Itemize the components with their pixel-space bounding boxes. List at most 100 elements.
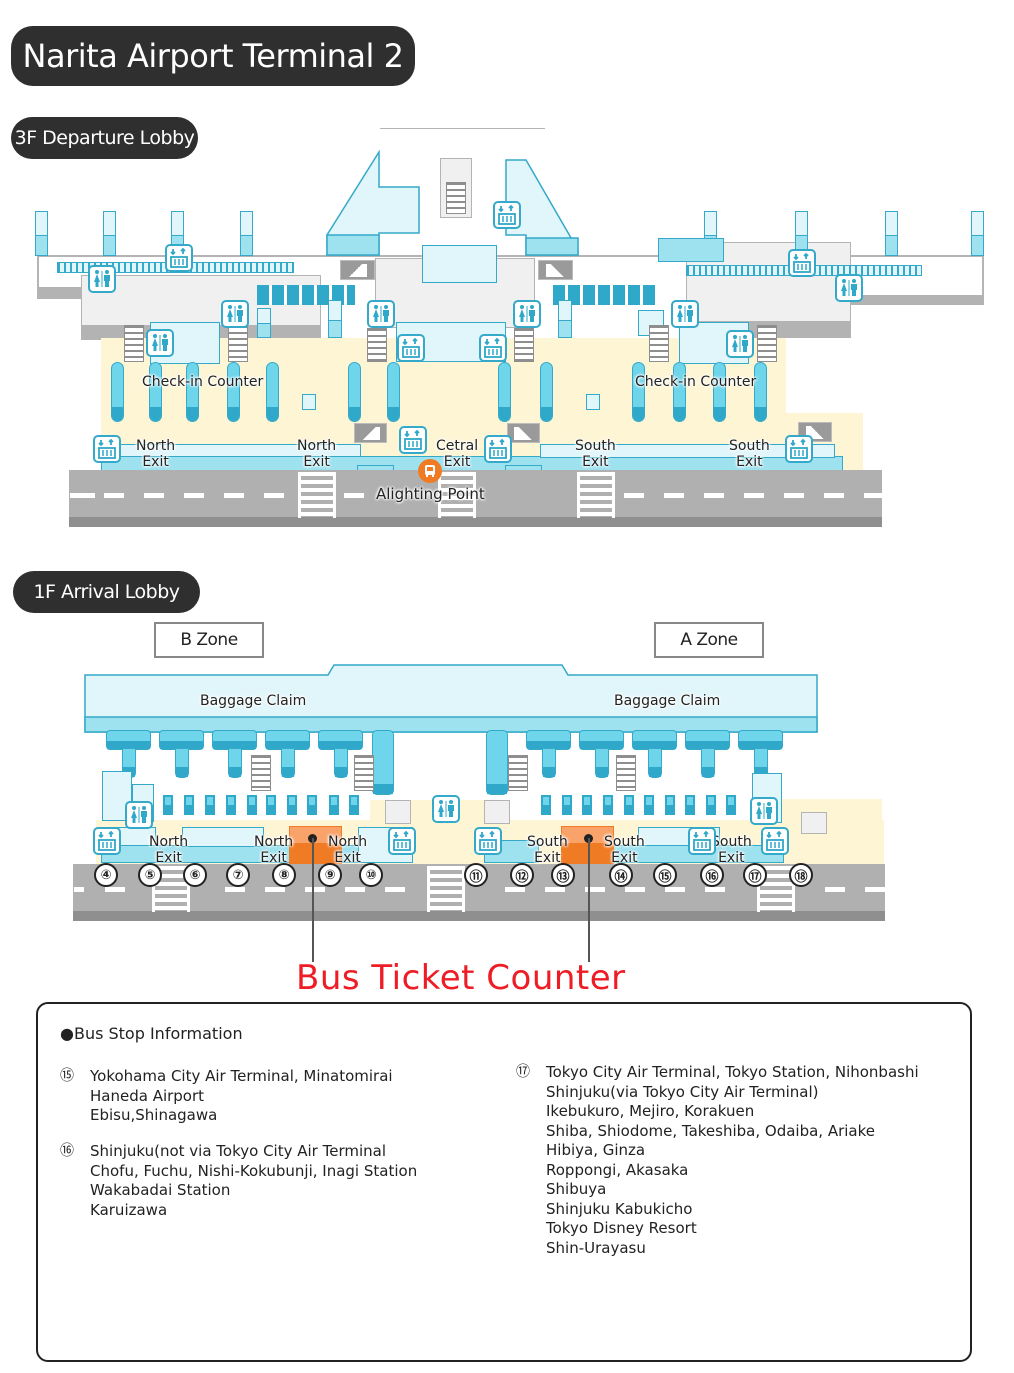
bus-stop-8[interactable]: ⑧ (272, 863, 296, 887)
elevator-icon (479, 334, 507, 362)
baggage-claim-hall (84, 664, 818, 733)
stairs-icon (514, 328, 534, 362)
stairs-icon (228, 325, 248, 362)
bus-stop-9[interactable]: ⑨ (318, 863, 342, 887)
bus-stop-14[interactable]: ⑭ (609, 863, 633, 887)
wall (37, 255, 39, 295)
baggage-claim-label-a: Baggage Claim (614, 693, 721, 709)
wall-shadow (850, 295, 984, 305)
alighting-point-label: Alighting Point (376, 485, 485, 503)
gate-row (553, 285, 658, 305)
destination: Tokyo Disney Resort (546, 1219, 697, 1237)
destination: Hibiya, Ginza (546, 1141, 646, 1159)
destination: Ebisu,Shinagawa (90, 1106, 218, 1124)
destination: Ikebukuro, Mejiro, Korakuen (546, 1102, 755, 1120)
roofline (37, 255, 984, 257)
bus-stop-7[interactable]: ⑦ (226, 863, 250, 887)
stop-number: ⑮ (60, 1068, 74, 1084)
destination: Wakabadai Station (90, 1181, 231, 1199)
checkin-counter (754, 362, 767, 422)
pointer-line (588, 838, 590, 962)
checkin-label-north: Check-in Counter (142, 374, 264, 390)
checkin-counter (227, 362, 240, 422)
bus-stop-17[interactable]: ⑰ (743, 863, 767, 887)
stop-number: ⑯ (60, 1143, 74, 1159)
kiosk (586, 394, 600, 410)
destination: Shin-Urayasu (546, 1238, 646, 1257)
escalator-icon (538, 260, 573, 280)
elevator-icon (93, 435, 121, 463)
pillar (240, 211, 253, 256)
bus-ticket-counter-north-base (289, 844, 342, 864)
destination: Tokyo City Air Terminal, Tokyo Station, … (546, 1063, 919, 1081)
stairs-icon (354, 755, 374, 791)
info-group-stop-16: ⑯ Shinjuku(not via Tokyo City Air Termin… (60, 1142, 417, 1220)
arrival-section-label: 1F Arrival Lobby (13, 571, 200, 613)
stairs-icon (124, 325, 144, 362)
escalator-icon (484, 800, 510, 824)
pillar (558, 300, 572, 338)
restroom-icon (146, 329, 174, 357)
restroom-icon (513, 300, 541, 328)
zone-a-label: A Zone (654, 622, 764, 658)
elevator-icon (688, 827, 716, 855)
bus-stop-13[interactable]: ⑬ (551, 863, 575, 887)
bus-stop-15[interactable]: ⑮ (653, 863, 677, 887)
crosswalk (438, 472, 476, 518)
elevator-icon (399, 426, 427, 454)
bus-stop-11[interactable]: ⑪ (464, 863, 488, 887)
stairs-icon (251, 755, 271, 791)
checkin-counter (540, 362, 553, 422)
escalator-icon (801, 812, 827, 834)
destination: Karuizawa (90, 1200, 168, 1219)
bus-stop-6[interactable]: ⑥ (183, 863, 207, 887)
destination: Shinjuku(not via Tokyo City Air Terminal (90, 1142, 386, 1160)
elevator-icon (474, 827, 502, 855)
escalator-icon (340, 260, 375, 280)
bus-ticket-counter-label: Bus Ticket Counter (296, 958, 626, 998)
restroom-icon (88, 265, 116, 293)
entrance-strip (540, 444, 835, 458)
central-wings (326, 150, 579, 256)
checkin-counter (111, 362, 124, 422)
baggage-claim-label-b: Baggage Claim (200, 693, 307, 709)
elevator-icon (484, 435, 512, 463)
escalator-icon (354, 423, 387, 443)
pillar (971, 211, 984, 256)
central-block (422, 245, 497, 283)
checkin-counter (348, 362, 361, 422)
bus-stop-10[interactable]: ⑩ (359, 863, 383, 887)
restroom-icon (671, 300, 699, 328)
stairs-icon (616, 755, 636, 791)
bus-stop-5[interactable]: ⑤ (138, 863, 162, 887)
restroom-icon (221, 300, 249, 328)
bus-stop-12[interactable]: ⑫ (510, 863, 534, 887)
pillar (885, 211, 898, 256)
checkin-counter (498, 362, 511, 422)
elevator-icon (388, 827, 416, 855)
bus-stop-18[interactable]: ⑱ (789, 863, 813, 887)
checkin-counter (186, 362, 199, 422)
checkin-counter (387, 362, 400, 422)
road-curb (69, 517, 882, 527)
bus-stop-4[interactable]: ④ (94, 863, 118, 887)
escalator-icon (507, 423, 540, 443)
counter-block (658, 238, 724, 262)
escalator-icon (385, 800, 411, 824)
bus-stop-16[interactable]: ⑯ (700, 863, 724, 887)
elevator-icon (493, 201, 521, 229)
pillar (328, 300, 342, 338)
checkin-counter (632, 362, 645, 422)
destination: Shinjuku(via Tokyo City Air Terminal) (546, 1082, 819, 1101)
kiosk (302, 394, 316, 410)
bus-stop-info-panel: ●Bus Stop Information ⑮ Yokohama City Ai… (36, 1002, 972, 1362)
checkin-counter (713, 362, 726, 422)
